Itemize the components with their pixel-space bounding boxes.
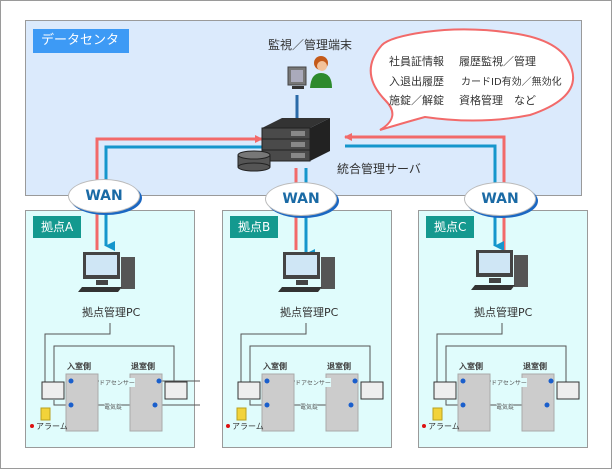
door-sensor-label-a: ドアセンサー — [99, 378, 135, 387]
entry-label-b: 入室側 — [263, 362, 287, 371]
database-icon — [237, 150, 271, 172]
entry-label-a: 入室側 — [67, 362, 91, 371]
bubble-item: 社員証情報 — [389, 55, 444, 68]
exit-label-c: 退室側 — [523, 362, 547, 371]
bubble-item: 資格管理 など — [459, 94, 536, 107]
server-icon — [261, 118, 330, 162]
bubble-item: 履歴監視／管理 — [459, 55, 536, 68]
site-doors-b — [226, 373, 384, 432]
wan-cloud-a: WAN — [68, 179, 140, 213]
alarm-label-c: アラーム — [428, 422, 460, 431]
alarm-label-a: アラーム — [36, 422, 68, 431]
wan-cloud-c: WAN — [464, 182, 536, 216]
datacenter-tag: データセンタ — [33, 29, 129, 53]
site-pc-label-a: 拠点管理PC — [82, 306, 141, 319]
operator-icon — [310, 56, 332, 88]
site-pc-icon-c — [471, 250, 528, 290]
alarm-label-b: アラーム — [232, 422, 264, 431]
uplink-line-a — [95, 135, 263, 250]
server-label: 統合管理サーバ — [337, 162, 421, 176]
lock-label-a: 電気錠 — [104, 402, 123, 411]
info-bubble — [369, 28, 575, 131]
entry-label-c: 入室側 — [459, 362, 483, 371]
bubble-item: 入退出履歴 — [389, 75, 444, 88]
site-tag-a: 拠点A — [33, 216, 82, 238]
bubble-item: 施錠／解錠 — [389, 94, 444, 107]
site-pc-label-c: 拠点管理PC — [474, 306, 533, 319]
site-tag-c: 拠点C — [426, 216, 475, 238]
wan-cloud-b: WAN — [265, 182, 337, 216]
site-doors-c — [422, 373, 580, 432]
site-pc-label-b: 拠点管理PC — [280, 306, 339, 319]
downlink-line-a — [104, 145, 262, 251]
terminal-icon — [287, 66, 307, 89]
site-pc-icon-a — [78, 252, 135, 292]
exit-label-a: 退室側 — [131, 362, 155, 371]
door-sensor-label-c: ドアセンサー — [491, 378, 527, 387]
lock-label-b: 電気錠 — [300, 402, 319, 411]
site-doors-a — [30, 373, 188, 432]
bubble-item: カードID有効／無効化 — [461, 77, 562, 88]
site-tag-b: 拠点B — [230, 216, 279, 238]
door-sensor-label-b: ドアセンサー — [295, 378, 331, 387]
lock-label-c: 電気錠 — [496, 402, 515, 411]
exit-label-b: 退室側 — [327, 362, 351, 371]
terminal-label: 監視／管理端末 — [268, 38, 353, 52]
site-pc-icon-b — [278, 252, 335, 292]
